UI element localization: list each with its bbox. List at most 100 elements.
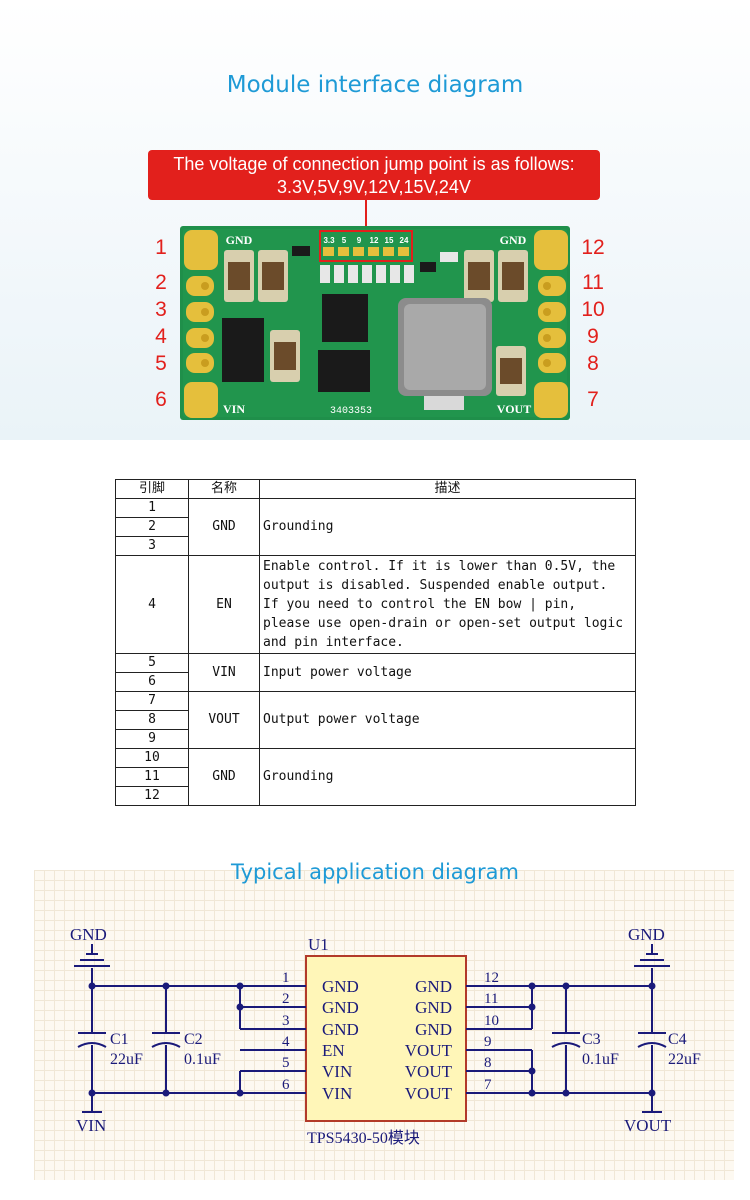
u1-pin-name: GND	[322, 977, 359, 996]
pin-label-7: 7	[587, 388, 599, 411]
u1-pin-name: VIN	[322, 1084, 352, 1103]
pin-label-1: 1	[155, 236, 167, 259]
pin-cell: 4	[115, 555, 189, 654]
pin-label-4: 4	[155, 325, 167, 348]
table-header-row: 引脚 名称 描述	[115, 479, 636, 499]
u1-pin-num: 8	[484, 1055, 492, 1071]
jumper-label-12v: 12	[370, 236, 379, 245]
desc-cell-en: Enable control. If it is lower than 0.5V…	[259, 555, 636, 654]
diode-component	[222, 318, 264, 382]
desc-line: If you need to control the EN bow | pin,	[263, 597, 577, 612]
u1-pin-name: VOUT	[405, 1084, 453, 1103]
u1-pin-name: GND	[415, 998, 452, 1017]
u1-pin-num: 11	[484, 991, 498, 1007]
u1-pin-name: GND	[322, 998, 359, 1017]
jumper-label-3v3: 3.3	[323, 236, 335, 245]
jumper-label-5v: 5	[342, 236, 347, 245]
u1-pin-name: GND	[322, 1020, 359, 1039]
silk-gnd-left: GND	[226, 233, 253, 247]
table-row: 5 VIN Input power voltage	[115, 653, 636, 692]
u1-pin-num: 5	[282, 1055, 290, 1071]
pin-label-8: 8	[587, 352, 599, 375]
regulator-chip	[322, 294, 368, 342]
cap-c4-ref: C4	[668, 1031, 687, 1048]
callout-line1: The voltage of connection jump point is …	[173, 154, 575, 174]
u1-pin-num: 12	[484, 970, 499, 986]
pin-label-12: 12	[581, 236, 605, 259]
module-interface-title: Module interface diagram	[226, 72, 524, 98]
cap-c3-value: 0.1uF	[582, 1051, 619, 1068]
module-board-photo: GND GND VIN VOUT 3403353 3.3 5 9 12 15 2…	[0, 0, 750, 440]
pad-pin1	[184, 230, 218, 270]
module-board-svg: GND GND VIN VOUT 3403353 3.3 5 9 12 15 2…	[180, 200, 570, 420]
jumper-pads	[323, 247, 409, 256]
pad-pin7	[534, 382, 568, 418]
pin-label-11: 11	[582, 271, 604, 294]
silk-vin: VIN	[223, 402, 245, 416]
small-resistors	[292, 246, 458, 283]
cap-c1-ref: C1	[110, 1031, 129, 1048]
jumper-label-9v: 9	[357, 236, 362, 245]
pad-pin12	[534, 230, 568, 270]
table-row: 10 GND Grounding	[115, 748, 636, 806]
table-row: 1 GND Grounding	[115, 498, 636, 556]
left-side-pads	[186, 276, 214, 373]
table-row: 12	[115, 786, 636, 806]
ic-u1-body	[305, 955, 467, 1122]
smd-capacitors	[224, 250, 528, 396]
u1-pin-name: EN	[322, 1041, 345, 1060]
desc-line: output is disabled. Suspended enable out…	[263, 578, 608, 593]
u1-pin-name: VOUT	[405, 1062, 453, 1081]
jumper-highlight-box	[319, 230, 413, 262]
jumper-label-15v: 15	[385, 236, 394, 245]
desc-cell: Input power voltage	[259, 653, 636, 692]
right-side-pads	[538, 276, 566, 373]
mosfet-component	[318, 350, 370, 392]
pad-pin6	[184, 382, 218, 418]
typical-application-title: Typical application diagram	[231, 860, 519, 884]
cap-c1-value: 22uF	[110, 1051, 143, 1068]
name-cell: GND	[188, 498, 260, 556]
jumper-label-24v: 24	[400, 236, 409, 245]
u1-pin-num: 3	[282, 1013, 290, 1029]
name-cell: EN	[188, 555, 260, 654]
ic-part-label: TPS5430-50模块	[307, 1129, 420, 1147]
voltage-callout: The voltage of connection jump point is …	[148, 150, 600, 200]
right-gnd-label: GND	[628, 925, 665, 944]
u1-pin-num: 6	[282, 1077, 290, 1093]
silk-vout: VOUT	[497, 402, 531, 416]
junction-dots	[88, 982, 656, 1097]
left-gnd-label: GND	[70, 925, 107, 944]
pin-label-6: 6	[155, 388, 167, 411]
u1-pin-num: 2	[282, 991, 290, 1007]
desc-line: and pin interface.	[263, 635, 404, 650]
name-cell: GND	[188, 748, 260, 806]
desc-cell: Grounding	[259, 748, 636, 806]
cap-c4-value: 22uF	[668, 1051, 701, 1068]
desc-line: please use open-drain or open-set output…	[263, 616, 624, 631]
pin-label-5: 5	[155, 352, 167, 375]
callout-line2: 3.3V,5V,9V,12V,15V,24V	[277, 177, 471, 197]
silk-part-code: 3403353	[330, 406, 372, 417]
vin-net-label: VIN	[76, 1116, 106, 1135]
table-row: 4 EN Enable control. If it is lower than…	[115, 555, 636, 654]
u1-pin-num: 1	[282, 970, 290, 986]
pin-description-table: 引脚 名称 描述 1 GND Grounding 2 3 4 EN Enable…	[115, 479, 636, 806]
u1-pin-num: 9	[484, 1034, 492, 1050]
cap-c2-ref: C2	[184, 1031, 203, 1048]
ic-ref-label: U1	[308, 935, 329, 954]
pin-label-2: 2	[155, 271, 167, 294]
pin-label-9: 9	[587, 325, 599, 348]
silk-gnd-right: GND	[500, 233, 527, 247]
cap-c2-value: 0.1uF	[184, 1051, 221, 1068]
pin-label-10: 10	[581, 298, 605, 321]
u1-pin-num: 4	[282, 1034, 290, 1050]
u1-pin-name: GND	[415, 977, 452, 996]
u1-pin-num: 10	[484, 1013, 499, 1029]
pin-label-3: 3	[155, 298, 167, 321]
u1-pin-name: VOUT	[405, 1041, 453, 1060]
pin-cell: 12	[115, 786, 189, 806]
u1-pin-num: 7	[484, 1077, 492, 1093]
desc-line: Enable control. If it is lower than 0.5V…	[263, 559, 616, 574]
